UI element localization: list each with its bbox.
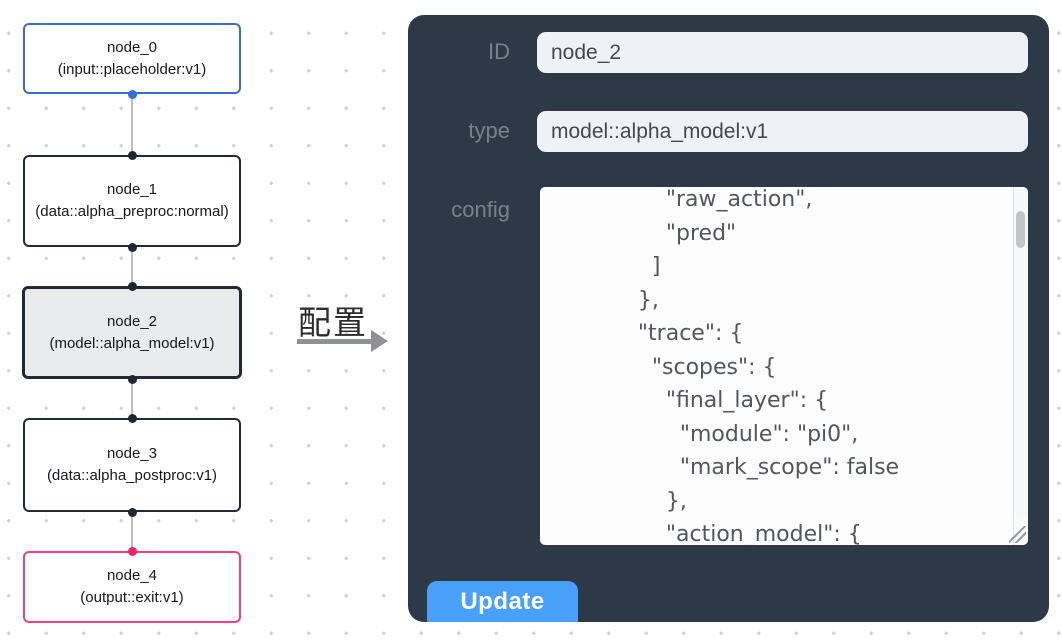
right-arrow-icon (297, 339, 373, 344)
type-input[interactable] (537, 111, 1028, 152)
config-json-text: "raw_action", "pred" ] }, "trace": { "sc… (637, 187, 900, 545)
edge-node1-node2 (131, 247, 133, 287)
scrollbar-thumb[interactable] (1016, 211, 1025, 248)
config-textarea[interactable]: "raw_action", "pred" ] }, "trace": { "sc… (540, 187, 1028, 545)
port-node4-in-icon[interactable] (127, 546, 137, 556)
port-node2-out-icon[interactable] (127, 374, 137, 384)
type-field-label: type (468, 118, 510, 143)
node-node_2-selected[interactable]: node_2(model::alpha_model:v1) (22, 286, 242, 379)
config-field-label: config (451, 197, 510, 222)
node-label: node_1(data::alpha_preproc:normal) (35, 181, 229, 220)
node-node_1[interactable]: node_1(data::alpha_preproc:normal) (23, 155, 241, 247)
node-label: node_4(output::exit:v1) (80, 567, 184, 606)
port-node1-in-icon[interactable] (127, 150, 137, 160)
config-annotation-label: 配置 (298, 304, 368, 341)
id-input[interactable] (537, 32, 1028, 73)
edge-node2-node3 (131, 379, 133, 418)
right-arrow-head-icon (371, 330, 388, 352)
update-button[interactable]: Update (427, 581, 578, 622)
port-node1-out-icon[interactable] (127, 242, 137, 252)
port-node3-out-icon[interactable] (127, 507, 137, 517)
config-panel: ID type config "raw_action", "pred" ] },… (408, 15, 1049, 622)
scrollbar-track[interactable] (1013, 187, 1028, 517)
port-node3-in-icon[interactable] (127, 413, 137, 423)
id-field-label: ID (488, 39, 510, 64)
resize-grip-icon[interactable] (1009, 526, 1026, 543)
edge-node3-node4 (131, 512, 133, 551)
port-node2-in-icon[interactable] (127, 282, 137, 291)
node-label: node_2(model::alpha_model:v1) (49, 312, 215, 352)
edge-node0-node1 (131, 94, 133, 155)
node-node_3[interactable]: node_3(data::alpha_postproc:v1) (23, 418, 241, 512)
node-node_0[interactable]: node_0(input::placeholder:v1) (23, 23, 241, 94)
node-label: node_0(input::placeholder:v1) (57, 38, 207, 78)
node-node_4[interactable]: node_4(output::exit:v1) (23, 551, 241, 623)
port-node0-out-icon[interactable] (127, 90, 137, 99)
node-label: node_3(data::alpha_postproc:v1) (46, 445, 218, 484)
